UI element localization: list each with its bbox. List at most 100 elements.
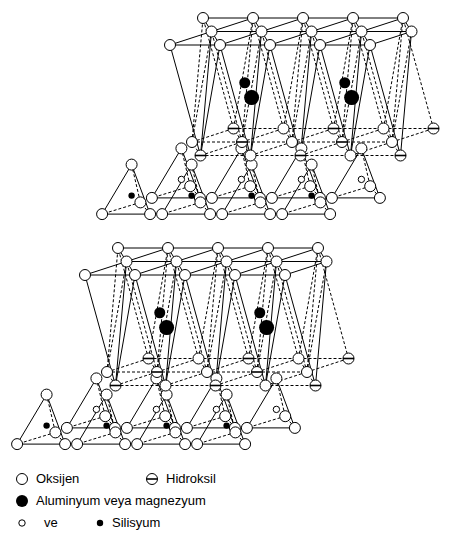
bond-line [212,31,262,32]
oxygen-atom [165,40,176,51]
bond-line [207,248,218,372]
bond-line [292,18,303,142]
bond-line [67,378,97,428]
oxygen-atom [256,26,267,37]
bond-line [249,248,269,359]
bond-line [307,248,318,372]
oxygen-atom [356,143,367,154]
bond-line [332,197,380,198]
oxygen-atom [302,367,313,378]
bond-line [242,142,292,143]
bond-line [220,45,270,46]
oxygen-atom [132,439,143,450]
oxygen-atom [265,209,276,220]
oxygen-atom [91,373,102,384]
oxygen-atom [315,197,326,208]
oxygen-atom [205,209,216,220]
oxygen-atom [287,137,298,148]
oxygen-atom [248,13,259,24]
silicon-atom [19,520,25,526]
oxygen-atom [100,411,111,422]
silicon-atom [93,406,99,412]
bond-line [166,372,208,386]
bond-line [370,32,412,46]
silicon-atom [248,192,254,198]
bond-line [299,358,349,359]
bond-line [197,444,245,445]
bond-line [292,32,312,143]
oxygen-atom [271,256,282,267]
oxygen-atom [41,389,52,400]
bond-line [116,385,166,386]
oxygen-atom [280,411,291,422]
bond-line [85,275,135,276]
bond-line [257,372,307,373]
oxygen-atom [356,26,367,37]
oxygen-atom [280,270,291,281]
hydroxyl-atom [310,380,321,391]
oxygen-atom [245,181,256,192]
bond-line [234,128,284,129]
bond-line [17,395,46,445]
hydroxyl-atom [210,380,221,391]
bond-line [242,129,284,143]
hydroxyl-atom [143,353,154,364]
oxygen-atom [217,209,228,220]
metal-atom [154,307,165,318]
bond-line [292,142,342,143]
bond-line [266,385,316,386]
bond-line [307,262,327,373]
bond-line [282,214,330,215]
bond-line [192,32,212,143]
bond-line [199,358,249,359]
bond-line [177,262,208,373]
hydroxyl-bar [428,128,439,130]
bond-line [320,45,370,46]
oxygen-atom [157,209,168,220]
bond-line [203,18,234,129]
oxygen-atom [12,439,23,450]
bond-line [118,248,168,249]
oxygen-atom [192,439,203,450]
bond-line [351,155,401,156]
oxygen-atom [345,150,356,161]
oxygen-atom [121,256,132,267]
hydroxyl-bar [110,385,121,387]
oxygen-atom [160,380,171,391]
oxygen-atom [206,26,217,37]
hydroxyl-atom [243,353,254,364]
hydroxyl-bar [310,385,321,387]
oxygen-atom [213,243,224,254]
bond-line [257,359,299,373]
bond-line [107,372,157,373]
oxygen-atom [265,40,276,51]
bond-line [301,32,312,156]
oxygen-atom [315,40,326,51]
bond-line [334,128,384,129]
bond-line [168,248,199,359]
bond-line [118,248,149,359]
hydroxyl-atom [152,367,163,378]
bond-line [17,444,65,445]
bond-line [201,45,221,156]
oxygen-atom [306,159,317,170]
oxygen-atom [240,439,251,450]
hydroxyl-atom [343,353,354,364]
bond-line [249,358,299,359]
silicon-atom [223,422,229,428]
bond-line [102,165,132,215]
bond-line [227,261,277,262]
bond-line [192,18,203,142]
oxygen-atom [230,270,241,281]
metal-atom [244,90,259,105]
bond-line [353,18,403,19]
bond-line [149,358,199,359]
bond-line [268,248,318,249]
hydroxyl-bar [237,141,248,143]
bond-line [266,372,308,386]
bond-line [135,262,177,276]
bond-line [235,262,277,276]
oxygen-atom [120,439,131,450]
bond-line [170,32,212,46]
